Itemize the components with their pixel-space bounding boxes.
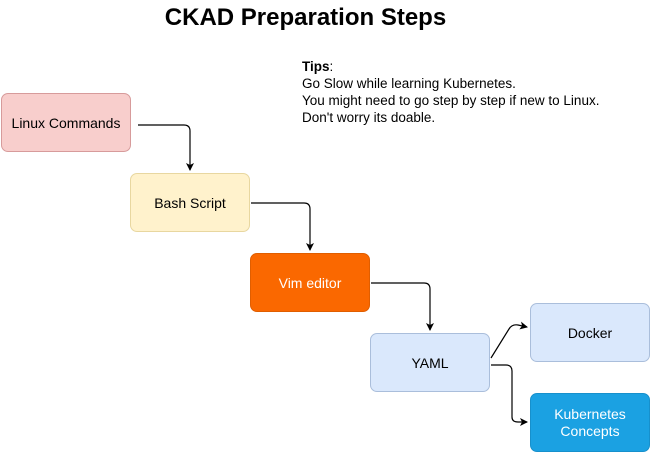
- edge-yaml-to-kubernetes: [491, 364, 528, 426]
- node-kubernetes-concepts-label: Kubernetes Concepts: [554, 405, 626, 439]
- node-yaml-label: YAML: [411, 354, 449, 371]
- node-vim-editor[interactable]: Vim editor: [250, 253, 370, 312]
- edge-vim-to-yaml: [371, 282, 434, 331]
- node-docker-label: Docker: [567, 324, 613, 341]
- tips-heading-suffix: :: [329, 59, 334, 74]
- node-docker[interactable]: Docker: [530, 303, 650, 362]
- tip-line-3: Don't worry its doable.: [302, 110, 436, 125]
- node-linux-commands[interactable]: Linux Commands: [1, 93, 131, 152]
- node-vim-editor-label: Vim editor: [278, 274, 342, 291]
- tips-heading: Tips: [302, 59, 330, 74]
- edge-yaml-to-docker: [490, 321, 528, 359]
- tips-heading-line: Tips:: [302, 58, 599, 75]
- tip-line-1: Go Slow while learning Kubernetes.: [302, 76, 516, 91]
- tip-line-2: You might need to go step by step if new…: [302, 93, 600, 108]
- node-yaml[interactable]: YAML: [370, 333, 490, 392]
- tips-note: Tips: Go Slow while learning Kubernetes.…: [302, 58, 599, 126]
- diagram-title: CKAD Preparation Steps: [164, 4, 447, 31]
- edge-bash-to-vim: [251, 202, 314, 251]
- node-bash-script[interactable]: Bash Script: [130, 173, 250, 232]
- node-linux-commands-label: Linux Commands: [11, 114, 121, 131]
- edge-linux-to-bash: [138, 124, 194, 171]
- node-bash-script-label: Bash Script: [154, 194, 226, 211]
- node-kubernetes-concepts[interactable]: Kubernetes Concepts: [530, 393, 650, 452]
